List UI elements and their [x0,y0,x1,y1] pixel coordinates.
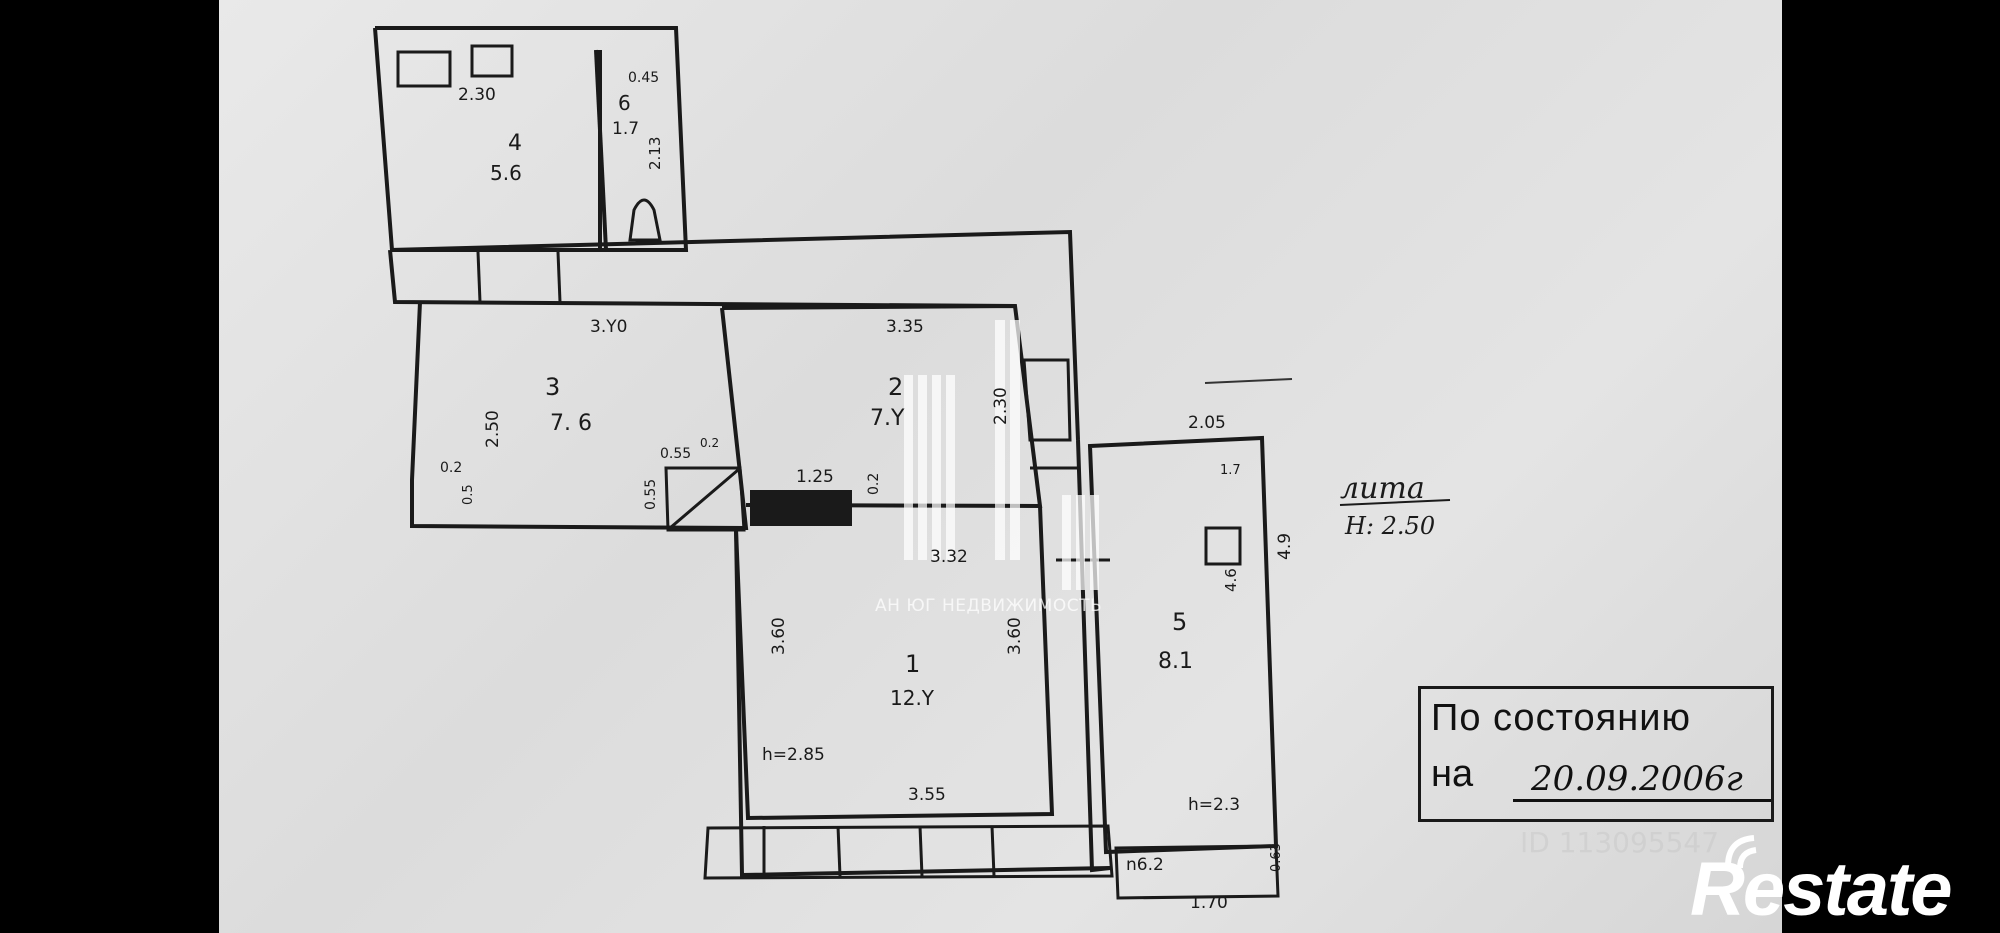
wall-room-3 [410,301,749,531]
wall-room-6-divider [594,49,608,251]
room-4-area: 5.6 [490,161,522,185]
litera-height: Н: 2.50 [1344,512,1435,540]
room-4-number: 4 [508,131,522,156]
room-6-number: 6 [618,91,631,115]
dim-r1-top: 3.32 [930,547,968,567]
stamp-line2: на [1431,753,1474,795]
room-2-area: 7.Y [870,406,905,431]
dim-r5-right: 4.9 [1275,533,1295,560]
wall-room-4 [373,26,689,252]
toilet-icon [628,198,662,242]
watermark-agency: АН ЮГ НЕДВИЖИМОСТЬ [875,596,1103,616]
dim-r1-bottom: 3.55 [908,785,946,805]
balcony [1114,844,1280,900]
room-5-number: 5 [1172,608,1187,636]
watermark-id: ID 113095547 [1520,826,1720,859]
brand-logo: Restate [1690,847,1953,932]
dim-r5-bottom: 1.70 [1190,893,1228,913]
dim-r6-w: 0.45 [628,70,659,86]
room-5-area: 8.1 [1158,649,1193,674]
room-2-number: 2 [888,373,903,401]
dim-r2-top: 3.35 [886,317,924,337]
wall-corridor [388,229,1080,441]
dim-r1-height: h=2.85 [762,745,825,765]
dim-balcony: n6.2 [1126,855,1164,875]
dim-r2-right: 2.30 [991,387,1011,425]
dim-hall-w: 1.25 [796,467,834,487]
sink-icon [470,44,514,78]
room-1-area: 12.Y [890,686,935,710]
dim-hall-small: 0.2 [866,473,882,495]
dim-r5-bottom-small: 0.63 [1269,843,1284,872]
stamp-line1: По состоянию [1431,697,1691,739]
watermark-logo [904,320,1099,590]
dim-r4-top: 2.30 [458,85,496,105]
dim-r1-left: 3.60 [769,617,789,655]
wall-room-1 [734,505,1055,821]
dim-r1-right: 3.60 [1005,617,1025,655]
window-bottom-left [703,824,1114,880]
wall-column [1022,358,1072,442]
dim-r5-inner: 4.6 [1222,568,1240,592]
wall-room-1-outer [734,529,1111,878]
room-3-number: 3 [545,373,560,401]
dim-r5-small: 1.7 [1220,463,1241,478]
dim-r5-height: h=2.3 [1188,795,1240,815]
stair-icon [664,466,746,532]
room-3-area: 7. 6 [550,411,592,436]
wall-room-5 [1087,435,1279,855]
cooktop-icon [1204,526,1242,566]
dim-r3-top: 3.Y0 [590,317,627,337]
dim-r3-corner-b: 0.2 [700,436,719,450]
hall-dark-block [750,490,852,526]
room-6-area: 1.7 [612,119,639,139]
brand-signal-icon [1725,835,1757,869]
dim-r5-top: 2.05 [1188,413,1226,433]
stove-icon [396,50,452,88]
dim-r3-small-a: 0.2 [440,460,462,476]
litera-label: лита [1340,471,1425,506]
status-stamp: По состоянию на 20.09.2006г [1418,686,1774,822]
dim-r3-left: 2.50 [483,410,503,448]
stamp-date: 20.09.2006г [1513,759,1771,802]
room-1-number: 1 [905,650,920,678]
dim-r3-corner-c: 0.55 [643,479,659,510]
dim-r3-small-b: 0.5 [461,484,476,505]
dim-r3-corner-a: 0.55 [660,446,691,462]
dim-r6-h: 2.13 [646,137,664,170]
